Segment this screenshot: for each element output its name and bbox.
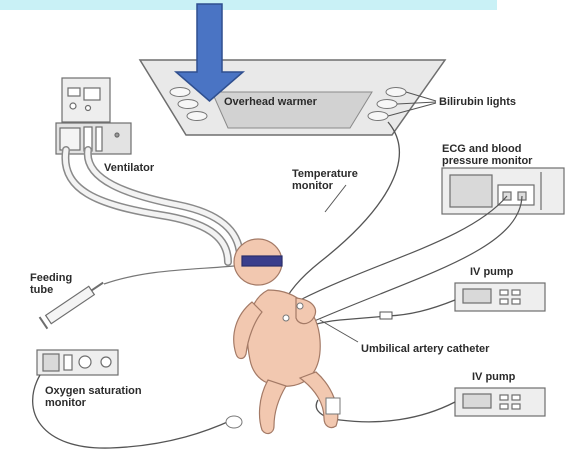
label-iv-pump-upper: IV pump: [470, 266, 514, 278]
temperature-monitor-wire: [279, 121, 400, 311]
label-iv-pump-lower: IV pump: [472, 371, 516, 383]
label-bilirubin-lights: Bilirubin lights: [439, 96, 516, 108]
label-oxygen-saturation-monitor: Oxygen saturation monitor: [45, 385, 142, 409]
label-temperature-monitor-line2: monitor: [292, 180, 333, 192]
highlight-arrow: [173, 3, 246, 102]
feeding-tube-syringe: [38, 264, 245, 330]
label-temperature-monitor: Temperature monitor: [292, 168, 358, 192]
label-leader-lines: [319, 184, 359, 343]
iv-connector: [379, 311, 393, 320]
label-overhead-warmer: Overhead warmer: [224, 96, 317, 108]
top-highlight-band: [0, 0, 497, 10]
bilirubin-leader-lines: [387, 91, 437, 117]
label-feeding-tube-line1: Feeding: [30, 272, 73, 284]
iv-line-lower: [315, 399, 456, 423]
infant: [233, 238, 339, 435]
iv-pump-upper: [454, 282, 546, 312]
label-umbilical-artery-catheter: Umbilical artery catheter: [361, 343, 490, 355]
label-oxygen-saturation-line1: Oxygen saturation: [45, 385, 142, 397]
label-temperature-monitor-line1: Temperature: [292, 168, 358, 180]
ventilator-tubing: [61, 146, 245, 266]
oxygen-foot-probe: [225, 415, 243, 429]
ventilator: [55, 77, 132, 155]
label-oxygen-saturation-line2: monitor: [45, 397, 86, 409]
label-feeding-tube-line2: tube: [30, 284, 54, 296]
ecg-bp-monitor: [441, 167, 565, 215]
foot-sensor: [325, 397, 341, 415]
label-ecg-line1: ECG and blood: [442, 143, 522, 155]
warmer-lamps-left: [169, 87, 208, 121]
iv-pump-lower: [454, 387, 546, 417]
oxygen-saturation-monitor: [36, 349, 119, 376]
ecg-wires: [299, 195, 523, 323]
label-feeding-tube: Feeding tube: [30, 272, 72, 296]
label-ecg-bp-monitor: ECG and blood pressure monitor: [442, 143, 532, 167]
label-ecg-line2: pressure monitor: [442, 155, 533, 167]
chest-electrodes: [282, 302, 304, 322]
oxygen-sensor-wire: [32, 374, 233, 449]
infant-eye-shield: [241, 255, 283, 267]
label-ventilator: Ventilator: [104, 162, 155, 174]
